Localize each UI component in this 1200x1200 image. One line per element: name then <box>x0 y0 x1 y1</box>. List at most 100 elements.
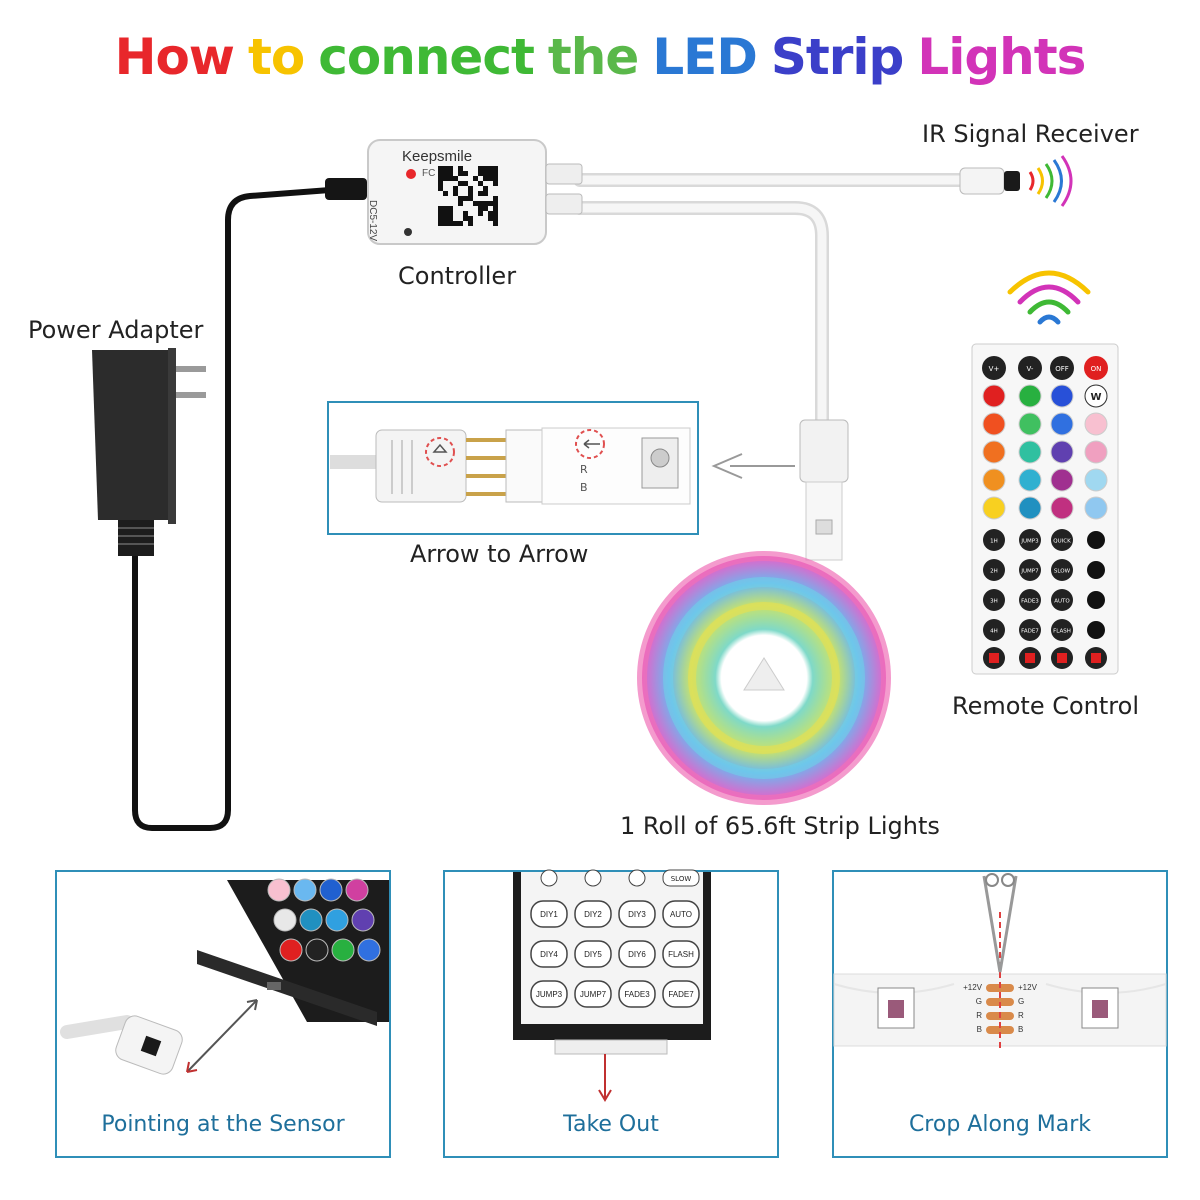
remote-function-label: SLOW <box>1054 569 1071 575</box>
panel2-top-button <box>540 869 558 887</box>
controller-voltage: DC5-12V <box>367 200 378 242</box>
inset-connector <box>330 427 691 505</box>
remote-mode-icon <box>1087 621 1105 639</box>
panel1-remote-button <box>305 938 329 962</box>
music-icon <box>989 653 999 663</box>
remote-color-button <box>982 468 1006 492</box>
strip-roll-label: 1 Roll of 65.6ft Strip Lights <box>620 812 940 840</box>
remote-button-label: V- <box>1027 365 1034 373</box>
pad-label-left: G <box>976 997 982 1006</box>
controller-brand: Keepsmile <box>402 148 473 165</box>
strip-cable <box>573 201 829 427</box>
qr-code <box>438 166 498 226</box>
remote-function-label: 4H <box>990 629 998 635</box>
remote-button <box>1018 356 1042 380</box>
panel1-remote-button <box>299 908 323 932</box>
panel1-remote-button <box>351 908 375 932</box>
panel2-button-label: FLASH <box>668 950 694 959</box>
title-word: connect <box>318 28 535 86</box>
remote-function-label: 1H <box>990 539 998 545</box>
signal-waves-icon <box>1028 155 1073 207</box>
panel1-caption: Pointing at the Sensor <box>101 1112 345 1137</box>
power-cable <box>132 187 333 831</box>
remote-color-button <box>1018 468 1042 492</box>
panel2-remote-button <box>662 980 700 1008</box>
controller-label: Controller <box>398 262 517 290</box>
panel1-remote-button <box>279 938 303 962</box>
panel2-button-label: DIY5 <box>584 950 602 959</box>
remote-function-button <box>983 589 1005 611</box>
remote-function-label: JUMP3 <box>1020 539 1039 545</box>
remote-function-label: 3H <box>990 599 998 605</box>
remote-button-label: ON <box>1091 365 1102 373</box>
remote-color-button <box>1018 496 1042 520</box>
remote-color-button <box>1050 412 1074 436</box>
panel2-button-label: DIY1 <box>540 910 558 919</box>
panel2-button-label: JUMP3 <box>536 990 563 999</box>
panel2-button-label: JUMP7 <box>580 990 607 999</box>
pad-label-right: +12V <box>1018 983 1038 992</box>
remote-color-button <box>1050 384 1074 408</box>
dc-plug <box>325 178 367 200</box>
panel2-remote-button <box>662 900 700 928</box>
remote-color-button <box>982 496 1006 520</box>
remote-function-label: FADE3 <box>1021 599 1039 605</box>
remote-color-button <box>982 412 1006 436</box>
remote-function-button <box>1019 619 1041 641</box>
pad-label-left: +12V <box>963 983 983 992</box>
pad-label-right: R <box>1018 1011 1024 1020</box>
panel1-remote-button <box>325 908 349 932</box>
panel1-remote-button <box>293 878 317 902</box>
panel1-illustration <box>60 878 389 1075</box>
remote-control-label: Remote Control <box>952 692 1139 720</box>
remote-color-button <box>1084 440 1108 464</box>
ir-receiver-label: IR Signal Receiver <box>922 120 1139 148</box>
remote-button-label: OFF <box>1055 365 1069 373</box>
music-icon <box>1057 653 1067 663</box>
remote-function-button <box>983 619 1005 641</box>
panel2-remote-button <box>574 900 612 928</box>
panel2-remote-button <box>530 980 568 1008</box>
panel2-remote-button <box>574 980 612 1008</box>
panel3-caption: Crop Along Mark <box>908 1112 1092 1137</box>
remote-function-button <box>1019 529 1041 551</box>
panel2-top-button <box>584 869 602 887</box>
remote-function-button <box>1051 529 1073 551</box>
remote-w-button <box>1084 384 1108 408</box>
panel2-caption: Take Out <box>563 1112 659 1137</box>
remote-color-button <box>982 384 1006 408</box>
panel2-button-label: FADE3 <box>624 990 650 999</box>
remote-function-button <box>1051 589 1073 611</box>
panel2-button-label: DIY4 <box>540 950 558 959</box>
panel1-remote-button <box>319 878 343 902</box>
remote-mode-icon <box>1087 561 1105 579</box>
title-word: How <box>114 28 235 86</box>
panel2-remote-button <box>618 900 656 928</box>
panel2-remote-button <box>618 940 656 968</box>
pad-label-right: G <box>1018 997 1024 1006</box>
panel1-remote-button <box>331 938 355 962</box>
remote-mode-icon <box>1087 591 1105 609</box>
controller-box <box>367 139 583 245</box>
remote-button <box>982 356 1006 380</box>
panel-pointing-sensor: Pointing at the Sensor <box>55 870 391 1158</box>
title-word: to <box>247 28 305 86</box>
remote-color-button <box>1018 412 1042 436</box>
panel2-remote-button <box>574 940 612 968</box>
title-word: Strip <box>770 28 904 86</box>
remote-color-button <box>1050 468 1074 492</box>
panel1-remote-button <box>357 938 381 962</box>
strip-connector <box>799 419 849 483</box>
inset-mark-b: B <box>580 481 588 494</box>
panel2-button-label: FADE7 <box>668 990 694 999</box>
panel2-slow-label: SLOW <box>671 875 692 883</box>
panel2-remote-button <box>662 940 700 968</box>
pad-label-left: B <box>977 1025 982 1034</box>
music-icon <box>1025 653 1035 663</box>
remote-function-label: JUMP7 <box>1020 569 1039 575</box>
